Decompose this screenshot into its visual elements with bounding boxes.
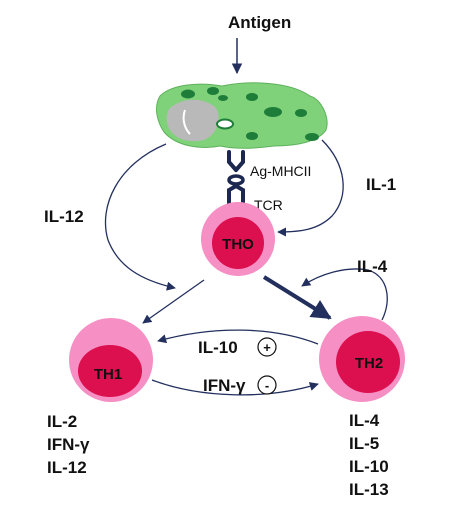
apc-granule xyxy=(207,87,219,95)
il12-arrow xyxy=(104,143,176,291)
th2-product: IL-13 xyxy=(349,480,389,499)
th2-cell-label: TH2 xyxy=(355,355,383,372)
apc-granule xyxy=(246,93,258,101)
th1-product: IL-2 xyxy=(47,412,77,431)
tho-to-th2-arrow xyxy=(262,275,332,320)
antigen-presenting-cell xyxy=(156,82,328,149)
apc-granule xyxy=(295,109,307,117)
il1-arrow xyxy=(277,139,344,237)
ifng-arrow xyxy=(151,379,319,396)
th2-products: IL-4 IL-5 IL-10 IL-13 xyxy=(349,411,389,499)
th2-cell-core xyxy=(336,331,400,393)
apc-nucleus xyxy=(166,99,219,142)
il4-label: IL-4 xyxy=(357,257,388,276)
apc-nucleus-highlight xyxy=(182,109,191,135)
il4-loop-arrow xyxy=(301,268,388,321)
minus-sign: - xyxy=(265,378,269,393)
apc-granule xyxy=(264,107,282,117)
apc-vesicle xyxy=(216,118,234,130)
il12-label: IL-12 xyxy=(44,207,84,226)
positive-regulation-badge: + xyxy=(257,337,277,357)
th2-product: IL-5 xyxy=(349,434,379,453)
il10-arrow xyxy=(157,329,319,345)
th1-product: IL-12 xyxy=(47,458,87,477)
th1-products: IL-2 IFN-γ IL-12 xyxy=(47,412,90,477)
tho-cell-core xyxy=(212,217,264,269)
negative-regulation-badge: - xyxy=(257,375,277,395)
th2-cell: TH2 xyxy=(319,316,405,402)
apc-granule xyxy=(181,89,195,99)
tho-to-th1-arrow xyxy=(142,279,205,324)
ifng-label: IFN-γ xyxy=(203,376,246,395)
tho-cell: THO xyxy=(201,202,275,276)
mhc-label: Ag-MHCII xyxy=(250,163,311,179)
th1-product: IFN-γ xyxy=(47,435,90,454)
receptor-complex xyxy=(227,150,245,208)
tho-cell-label: THO xyxy=(222,236,254,253)
apc-granule xyxy=(218,95,228,101)
plus-sign: + xyxy=(263,340,271,355)
apc-granule xyxy=(246,132,258,140)
il1-label: IL-1 xyxy=(366,175,396,194)
apc-granule xyxy=(305,133,319,141)
th2-product: IL-4 xyxy=(349,411,380,430)
th2-product: IL-10 xyxy=(349,457,389,476)
th1-cell-core xyxy=(78,345,142,397)
tcr-label: TCR xyxy=(254,197,283,213)
th1-cell: TH1 xyxy=(69,318,153,402)
antigen-label: Antigen xyxy=(228,13,291,32)
th1-cell-label: TH1 xyxy=(94,366,122,383)
il10-label: IL-10 xyxy=(198,338,238,357)
